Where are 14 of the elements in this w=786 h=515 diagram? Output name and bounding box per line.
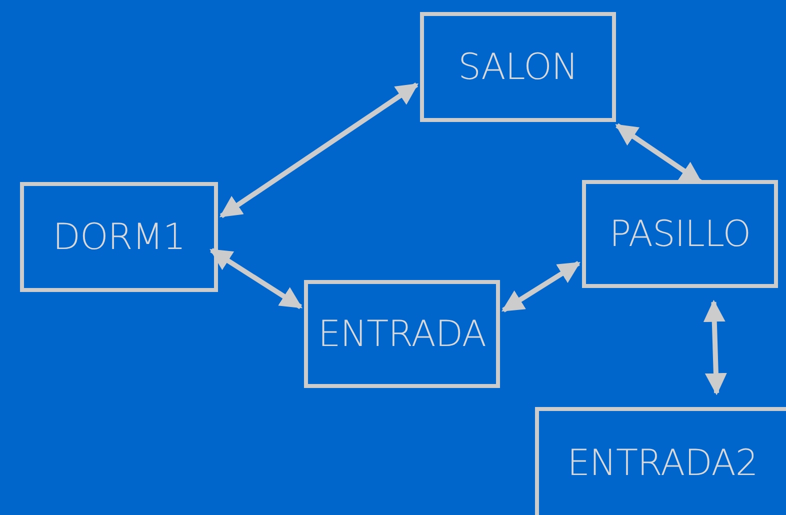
room-label: ENTRADA [318, 314, 486, 354]
room-label: PASILLO [609, 214, 751, 254]
room-box [304, 280, 500, 388]
room-box [420, 12, 616, 122]
double-arrow [703, 300, 727, 396]
room-label: ENTRADA2 [567, 442, 758, 484]
double-arrow [210, 248, 302, 310]
double-arrow [220, 82, 418, 218]
double-arrow [502, 261, 580, 312]
room-box [535, 407, 786, 515]
room-box [20, 182, 218, 292]
room-box [582, 180, 778, 288]
room-label: DORM1 [52, 216, 186, 258]
room-label: SALON [458, 46, 578, 88]
